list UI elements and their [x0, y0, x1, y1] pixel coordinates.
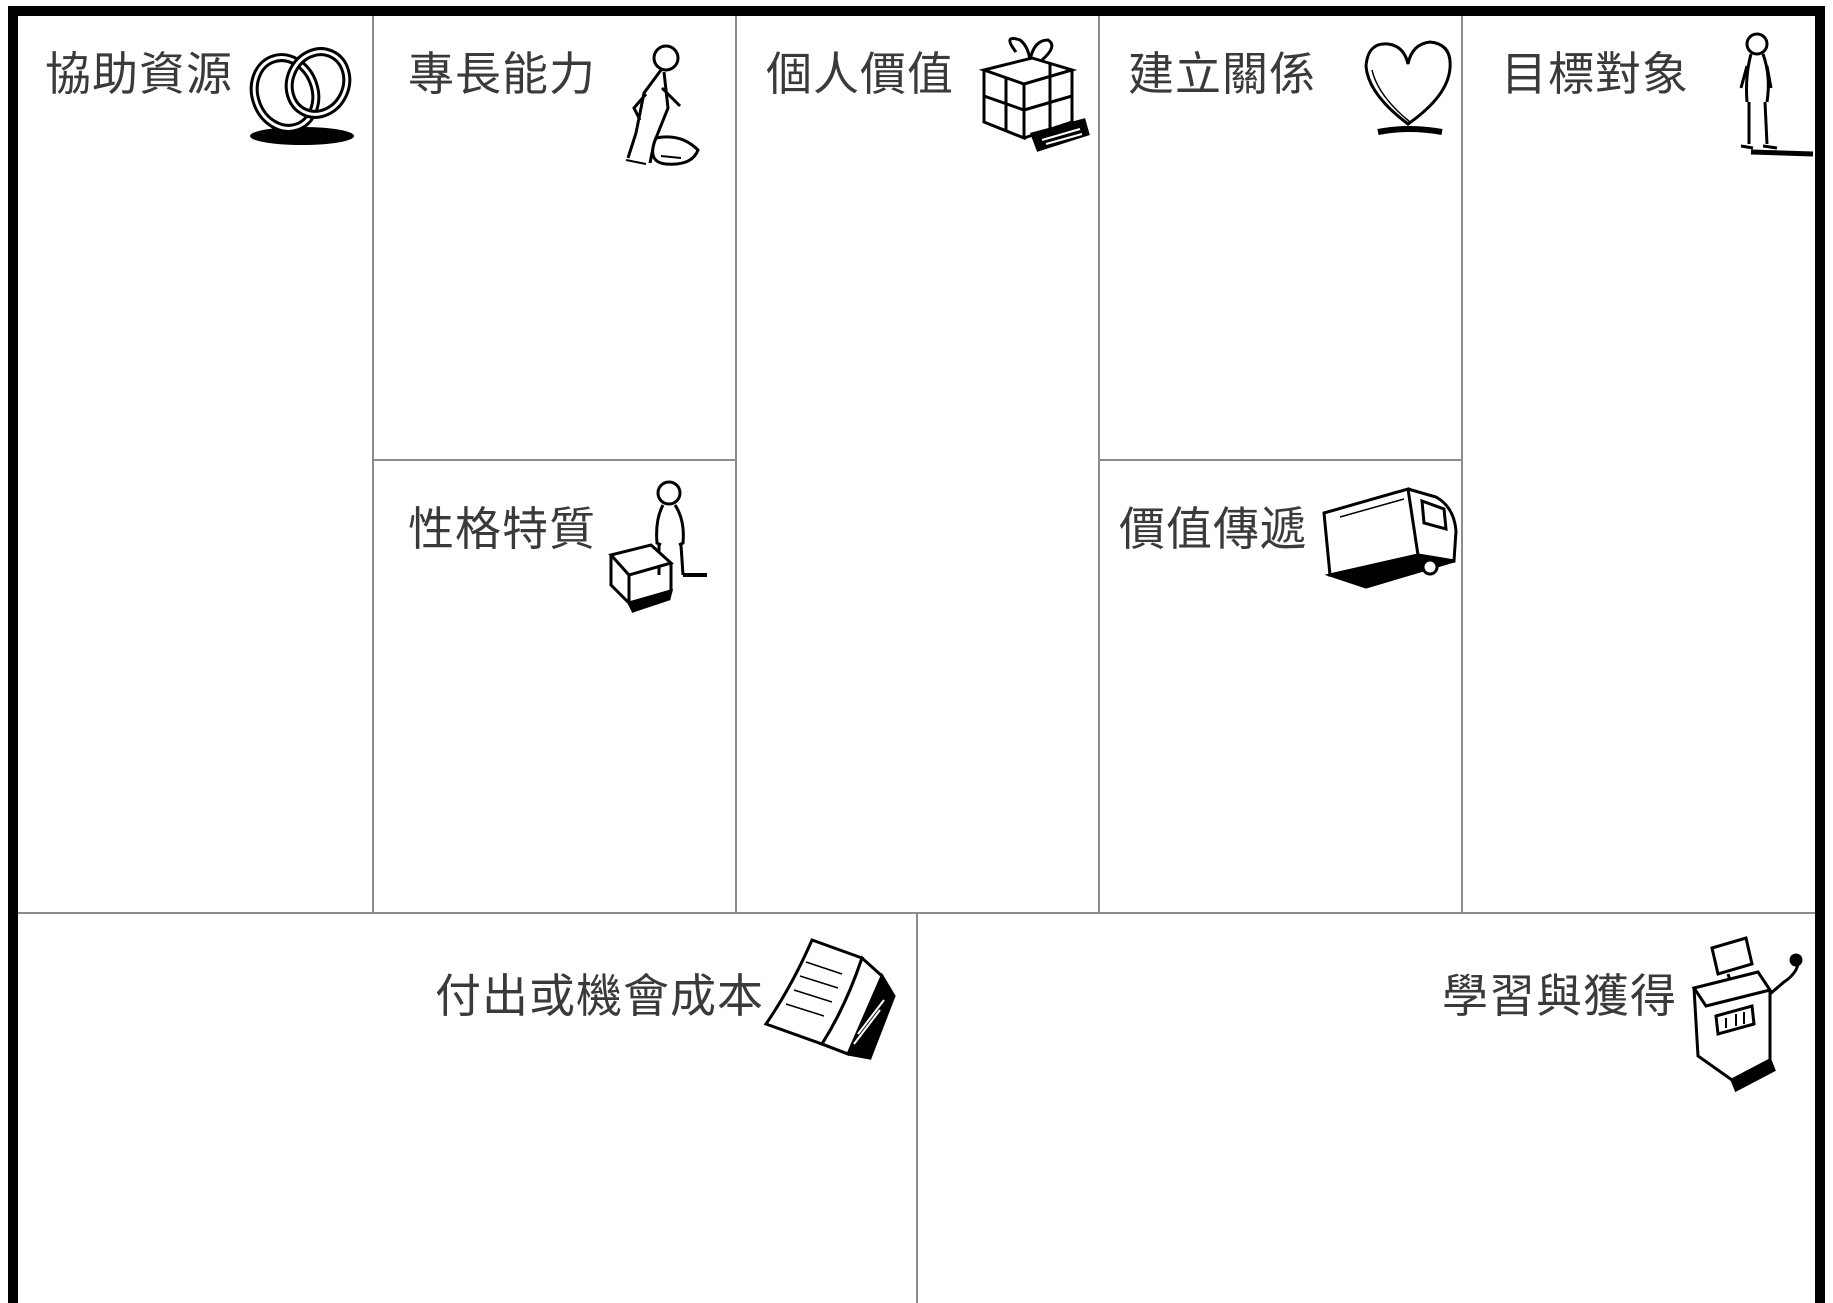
document-icon — [762, 936, 902, 1061]
block-personality[interactable]: 性格特質 — [374, 461, 735, 912]
cash-register-icon — [1688, 934, 1803, 1094]
divider-line — [916, 913, 918, 1303]
block-customer-segments[interactable]: 目標對象 — [1463, 16, 1815, 912]
worker-icon — [606, 38, 706, 173]
divider-line — [1099, 459, 1461, 461]
block-title: 個人價值 — [766, 47, 954, 101]
block-channels[interactable]: 價值傳遞 — [1100, 461, 1461, 912]
divider-line — [735, 16, 737, 913]
block-title: 專長能力 — [408, 47, 596, 101]
block-key-activities[interactable]: 專長能力 — [374, 16, 735, 459]
divider-line — [1098, 16, 1100, 913]
block-title: 協助資源 — [45, 47, 233, 101]
rings-icon — [240, 38, 360, 150]
block-title: 建立關係 — [1128, 47, 1316, 101]
divider-line — [373, 459, 735, 461]
heart-icon — [1358, 34, 1458, 144]
block-cost-structure[interactable]: 付出或機會成本 — [18, 914, 916, 1303]
block-title: 付出或機會成本 — [435, 969, 764, 1023]
block-title: 性格特質 — [408, 502, 596, 556]
block-customer-relationships[interactable]: 建立關係 — [1100, 16, 1461, 459]
truck-icon — [1318, 483, 1461, 593]
block-title: 學習與獲得 — [1442, 969, 1677, 1023]
person-with-box-icon — [599, 475, 714, 620]
gift-icon — [972, 30, 1090, 160]
block-key-resources[interactable]: 協助資源 — [18, 16, 372, 912]
divider-line — [372, 16, 374, 913]
board-frame — [8, 6, 1825, 1303]
standing-person-icon — [1721, 26, 1817, 166]
block-title: 價值傳遞 — [1119, 502, 1307, 556]
block-title: 目標對象 — [1501, 47, 1689, 101]
block-revenue-streams[interactable]: 學習與獲得 — [918, 914, 1815, 1303]
divider-line — [1461, 16, 1463, 913]
block-value-proposition[interactable]: 個人價值 — [737, 16, 1098, 912]
